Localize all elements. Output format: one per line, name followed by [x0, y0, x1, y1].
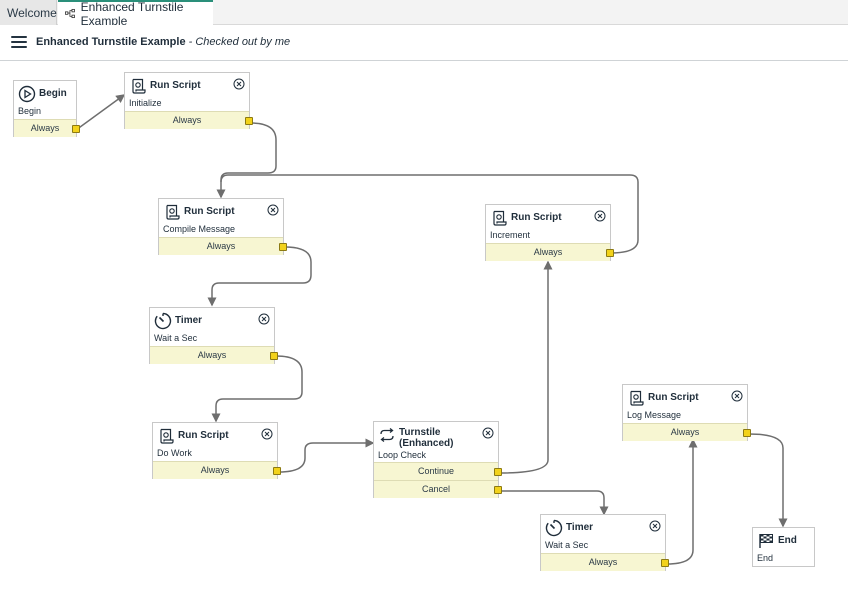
flow-title-text: Enhanced Turnstile Example	[36, 36, 186, 48]
node-name: Log Message	[627, 410, 682, 420]
checkout-status: - Checked out by me	[188, 36, 291, 48]
wire-compile-timer1	[207, 246, 312, 307]
port-always[interactable]: Always	[150, 346, 278, 364]
script-scroll-icon	[630, 390, 644, 406]
node-type: Run Script	[511, 212, 562, 223]
node-type: Timer	[566, 522, 594, 533]
node-type: Begin	[39, 88, 67, 99]
port-connector[interactable]	[270, 352, 278, 360]
close-circle-icon[interactable]	[482, 427, 494, 439]
node-name: Begin	[18, 106, 42, 116]
port-connector[interactable]	[606, 249, 614, 257]
wire-logmessage-end	[748, 433, 788, 528]
timer-icon	[154, 312, 172, 330]
checkered-flag-icon	[759, 534, 773, 548]
node-initialize[interactable]: Run Script Initialize Always	[124, 72, 253, 129]
close-circle-icon[interactable]	[261, 428, 273, 440]
timer-icon	[545, 519, 563, 537]
node-compile-message[interactable]: Run Script Compile Message Always	[158, 198, 287, 255]
port-always[interactable]: Always	[623, 423, 751, 441]
port-connector[interactable]	[72, 125, 80, 133]
close-circle-icon[interactable]	[258, 313, 270, 325]
port-cancel[interactable]: Cancel	[374, 480, 502, 498]
node-begin[interactable]: Begin Begin Always	[13, 80, 80, 137]
script-scroll-icon	[166, 204, 180, 220]
node-type: Turnstile (Enhanced)	[399, 427, 454, 449]
port-connector[interactable]	[743, 429, 751, 437]
node-do-work[interactable]: Run Script Do Work Always	[152, 422, 281, 479]
port-connector[interactable]	[494, 468, 502, 476]
flow-header: Enhanced Turnstile Example - Checked out…	[0, 25, 848, 61]
node-name: Increment	[490, 230, 531, 240]
port-continue[interactable]: Continue	[374, 462, 502, 480]
close-circle-icon[interactable]	[731, 390, 743, 402]
play-circle-icon	[18, 85, 36, 103]
node-end[interactable]: End End	[752, 527, 815, 567]
port-connector[interactable]	[279, 243, 287, 251]
flow-title: Enhanced Turnstile Example - Checked out…	[36, 36, 290, 48]
close-circle-icon[interactable]	[267, 204, 279, 216]
port-always[interactable]: Always	[541, 553, 669, 571]
wire-timer2-logmessage	[666, 438, 698, 565]
tab-bar: Welcome Enhanced Turnstile Example	[0, 0, 848, 28]
wire-dowork-turnstile	[278, 438, 375, 473]
port-always[interactable]: Always	[159, 237, 287, 255]
node-name: Wait a Sec	[154, 333, 198, 343]
wire-begin-initialize	[75, 94, 126, 131]
node-log-message[interactable]: Run Script Log Message Always	[622, 384, 751, 441]
port-always[interactable]: Always	[486, 243, 614, 261]
port-always[interactable]: Always	[14, 119, 80, 137]
node-turnstile-loop-check[interactable]: Turnstile (Enhanced) Loop Check Continue…	[373, 421, 502, 498]
node-timer-wait-a-sec[interactable]: Timer Wait a Sec Always	[149, 307, 278, 364]
loop-arrows-icon	[380, 427, 394, 443]
script-scroll-icon	[160, 428, 174, 444]
node-type: Run Script	[150, 80, 201, 91]
wire-initialize-compile	[216, 122, 277, 199]
node-timer-wait-a-sec-2[interactable]: Timer Wait a Sec Always	[540, 514, 669, 571]
close-circle-icon[interactable]	[649, 520, 661, 532]
port-connector[interactable]	[494, 486, 502, 494]
port-connector[interactable]	[661, 559, 669, 567]
node-name: Initialize	[129, 98, 162, 108]
node-type: Run Script	[178, 430, 229, 441]
node-name: Wait a Sec	[545, 540, 589, 550]
port-always[interactable]: Always	[153, 461, 281, 479]
node-name: Loop Check	[378, 450, 427, 460]
script-scroll-icon	[493, 210, 507, 226]
tab-welcome-label: Welcome	[7, 5, 57, 20]
port-connector[interactable]	[273, 467, 281, 475]
node-type: End	[778, 535, 797, 546]
close-circle-icon[interactable]	[594, 210, 606, 222]
node-name: End	[757, 553, 774, 563]
tab-enhanced-turnstile-example[interactable]: Enhanced Turnstile Example	[58, 0, 213, 28]
node-type: Timer	[175, 315, 203, 326]
wire-timer1-dowork	[211, 355, 303, 423]
script-scroll-icon	[132, 78, 146, 94]
node-type: Run Script	[184, 206, 235, 217]
node-increment[interactable]: Run Script Increment Always	[485, 204, 614, 261]
close-circle-icon[interactable]	[233, 78, 245, 90]
node-name: Compile Message	[163, 224, 236, 234]
node-type: Run Script	[648, 392, 699, 403]
port-always[interactable]: Always	[125, 111, 253, 129]
node-name: Do Work	[157, 448, 192, 458]
wire-continue-increment	[499, 260, 553, 474]
flow-diagram-icon	[65, 8, 75, 19]
tab-welcome[interactable]: Welcome	[0, 0, 57, 25]
menu-icon[interactable]	[11, 36, 27, 50]
wire-cancel-timer2	[500, 490, 609, 516]
tab-flow-label: Enhanced Turnstile Example	[80, 0, 184, 28]
port-connector[interactable]	[245, 117, 253, 125]
